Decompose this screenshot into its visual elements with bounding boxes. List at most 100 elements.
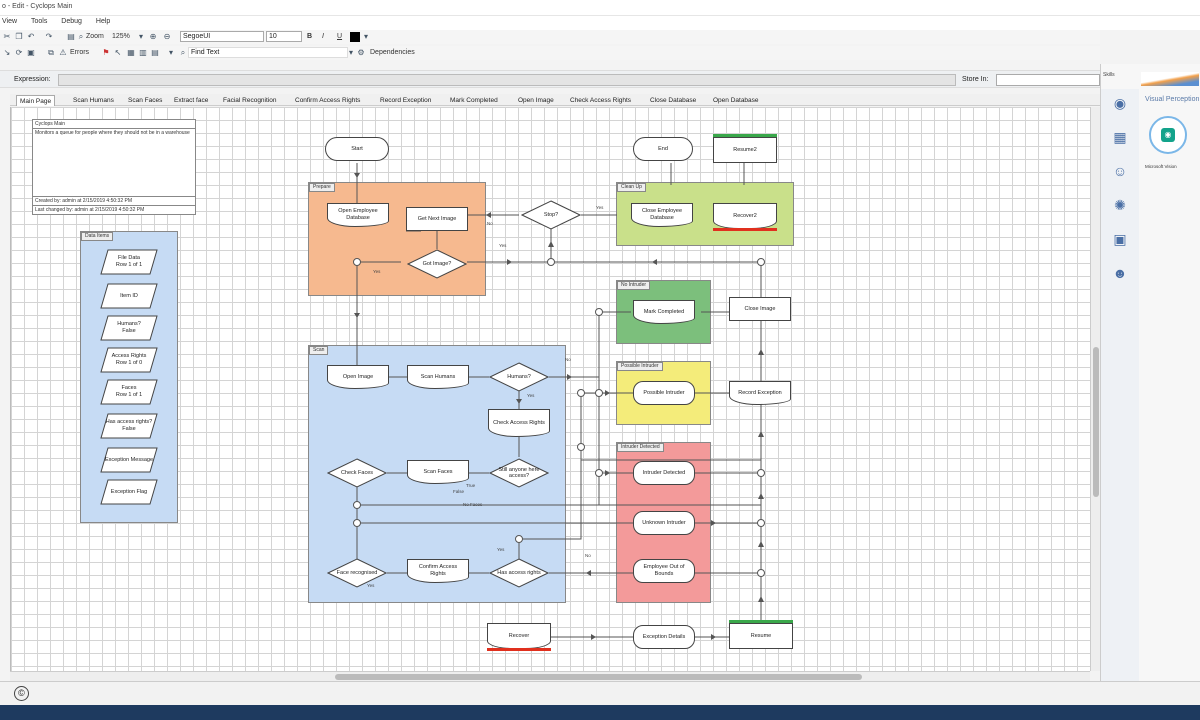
eye-icon[interactable]: ◉ (1113, 95, 1127, 111)
brain-icon[interactable]: ✺ (1114, 197, 1126, 213)
check-access-rights-action[interactable]: Check Access Rights (488, 409, 550, 437)
zoom-out-icon[interactable]: ⊖ (163, 32, 171, 41)
tab-extract-face[interactable]: Extract face (174, 97, 209, 104)
intruder-detected-action[interactable]: Intruder Detected (633, 461, 695, 485)
scan-faces-action[interactable]: Scan Faces (407, 460, 469, 484)
open-image-action[interactable]: Open Image (327, 365, 389, 389)
resume-stage-top[interactable]: Resume2 (713, 137, 777, 163)
zoom-in-icon[interactable]: ⊕ (149, 32, 157, 41)
microsoft-vision-skill[interactable]: ◉ (1149, 116, 1187, 154)
tab-scan-faces[interactable]: Scan Faces (128, 97, 163, 104)
find-text-input[interactable]: Find Text (188, 47, 348, 58)
scan-humans-action[interactable]: Scan Humans (407, 365, 469, 389)
start-stage[interactable]: Start (325, 137, 389, 161)
tab-open-database[interactable]: Open Database (713, 97, 759, 104)
horizontal-scroll-thumb[interactable] (335, 674, 862, 680)
face-recognised-decision[interactable]: Face recognised (327, 558, 387, 588)
people-icon[interactable]: ☺ (1112, 163, 1128, 179)
data-item-item-id[interactable]: Item ID (100, 283, 158, 309)
dependencies-button[interactable]: Dependencies (370, 49, 415, 56)
unknown-intruder-action[interactable]: Unknown Intruder (633, 511, 695, 535)
process-description-note[interactable]: Cyclops Main Monitors a queue for people… (32, 119, 196, 215)
redo-icon[interactable]: ↷ (45, 32, 53, 41)
align-icon[interactable]: ▥ (139, 48, 147, 57)
stop-decision[interactable]: Stop? (521, 200, 581, 230)
font-family-select[interactable]: SegoeUI (180, 31, 264, 42)
resume-stage[interactable]: Resume (729, 623, 793, 649)
recover-stage-top[interactable]: Recover2 (713, 203, 777, 229)
undo-icon[interactable]: ↶ (27, 32, 35, 41)
font-size-select[interactable]: 10 (266, 31, 302, 42)
has-access-rights-decision[interactable]: Has access rights (489, 558, 549, 588)
confirm-access-rights-action[interactable]: Confirm Access Rights (407, 559, 469, 583)
humans-decision[interactable]: Humans? (489, 362, 549, 392)
italic-button[interactable]: I (322, 33, 324, 40)
play-icon[interactable]: ⧉ (48, 48, 54, 57)
flag-icon[interactable]: ⚑ (102, 48, 110, 57)
tab-mark-completed[interactable]: Mark Completed (450, 97, 498, 104)
data-item-has-access-rights[interactable]: Has access rights?False (100, 413, 158, 439)
chart-icon[interactable]: ▦ (1113, 129, 1127, 145)
tab-record-exception[interactable]: Record Exception (380, 97, 432, 104)
expression-input[interactable] (58, 74, 956, 86)
menu-help[interactable]: Help (95, 18, 111, 25)
data-item-humans[interactable]: Humans?False (100, 315, 158, 341)
refresh-icon[interactable]: ⟳ (15, 48, 23, 57)
end-stage[interactable]: End (633, 137, 693, 161)
data-item-exception-flag[interactable]: Exception Flag (100, 479, 158, 505)
chevron-down-icon[interactable]: ▾ (168, 48, 173, 57)
block-data-items[interactable]: Data Items (80, 231, 178, 523)
table-icon[interactable]: ▤ (151, 48, 159, 57)
vertical-scroll-thumb[interactable] (1093, 347, 1099, 497)
tab-scan-humans[interactable]: Scan Humans (73, 97, 114, 104)
get-next-image-action[interactable]: Get Next Image (406, 207, 468, 231)
record-exception-action[interactable]: Record Exception (729, 381, 791, 405)
page-icon[interactable]: ▤ (67, 32, 75, 41)
window-icon[interactable]: ▣ (27, 48, 35, 57)
close-employee-database-action[interactable]: Close Employee Database (631, 203, 693, 227)
check-faces-decision[interactable]: Check Faces (327, 458, 387, 488)
got-image-decision[interactable]: Got Image? (407, 249, 467, 279)
pointer-icon[interactable]: ↖ (114, 48, 122, 57)
cut-icon[interactable]: ✂ (3, 32, 11, 41)
chevron-down-icon[interactable]: ▾ (363, 32, 368, 41)
tab-check-access-rights[interactable]: Check Access Rights (570, 97, 632, 104)
robot-icon[interactable]: ☻ (1112, 265, 1128, 281)
chevron-down-icon[interactable]: ▾ (138, 32, 143, 41)
still-anyone-decision[interactable]: Still anyone here access? (489, 458, 549, 488)
store-in-input[interactable] (996, 74, 1100, 86)
close-image-action[interactable]: Close Image (729, 297, 791, 321)
tab-close-database[interactable]: Close Database (650, 97, 697, 104)
font-color-swatch[interactable] (350, 32, 360, 42)
step-icon[interactable]: ↘ (3, 48, 11, 57)
mark-completed-action[interactable]: Mark Completed (633, 300, 695, 324)
menu-tools[interactable]: Tools (31, 18, 48, 25)
tab-open-image[interactable]: Open Image (518, 97, 554, 104)
employee-out-of-bounds-action[interactable]: Employee Out of Bounds (633, 559, 695, 583)
bold-button[interactable]: B (307, 33, 313, 40)
data-item-exception-message[interactable]: Exception Message (100, 447, 158, 473)
exception-details-action[interactable]: Exception Details (633, 625, 695, 649)
tab-facial-recognition[interactable]: Facial Recognition (223, 97, 277, 104)
underline-button[interactable]: U (337, 33, 343, 40)
tab-main-page[interactable]: Main Page (16, 95, 56, 106)
menu-debug[interactable]: Debug (61, 18, 82, 25)
vertical-scrollbar[interactable] (1090, 107, 1100, 671)
chevron-down-icon[interactable]: ▾ (348, 48, 353, 57)
horizontal-scrollbar[interactable] (10, 671, 1090, 681)
document-icon[interactable]: ▣ (1113, 231, 1127, 247)
menu-view[interactable]: View (2, 18, 18, 25)
zoom-value[interactable]: 125% (112, 33, 130, 40)
grid-icon[interactable]: ▦ (127, 48, 135, 57)
errors-button[interactable]: Errors (70, 49, 90, 56)
block-prepare[interactable]: Prepare (308, 182, 486, 296)
tab-confirm-access-rights[interactable]: Confirm Access Rights (295, 97, 361, 104)
process-canvas[interactable]: Prepare Clean Up Scan No Intruder Possib… (10, 107, 1090, 671)
possible-intruder-action[interactable]: Possible Intruder (633, 381, 695, 405)
copy-icon[interactable]: ❐ (15, 32, 23, 41)
open-employee-database-action[interactable]: Open Employee Database (327, 203, 389, 227)
recover-stage[interactable]: Recover (487, 623, 551, 649)
